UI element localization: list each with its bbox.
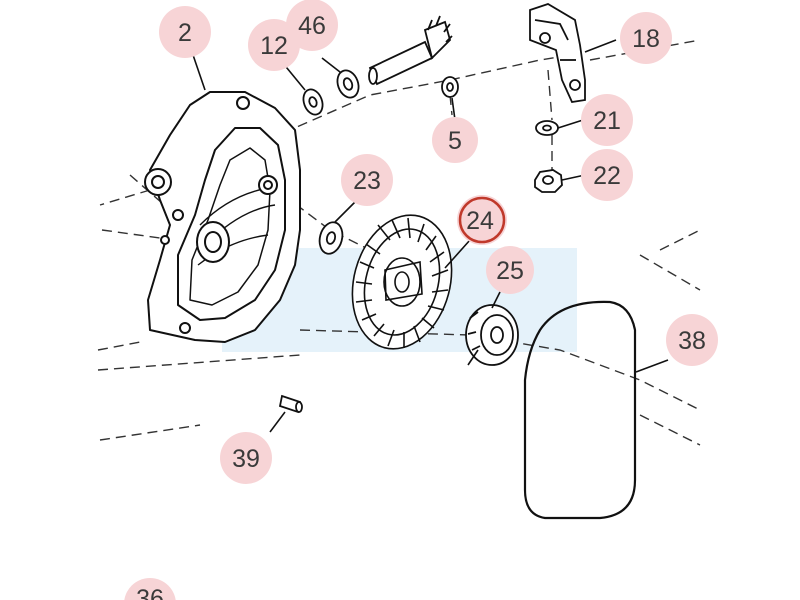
callout-label-5: 5 <box>448 127 462 155</box>
callout-label-38: 38 <box>678 327 706 355</box>
fan-impeller-part <box>351 214 453 350</box>
washer-parts <box>302 69 459 116</box>
callout-label-25: 25 <box>496 257 524 285</box>
washer-nut-parts <box>534 120 563 193</box>
callout-23: 23 <box>341 154 393 206</box>
leader-lines <box>191 39 669 433</box>
pin-part <box>278 394 303 414</box>
housing-part <box>144 91 301 343</box>
callout-25: 25 <box>486 246 534 294</box>
callout-22: 22 <box>581 149 633 201</box>
highlight-ring <box>458 196 506 244</box>
shaft-gear-part <box>368 15 453 86</box>
callout-label-12: 12 <box>260 32 288 60</box>
callout-label-18: 18 <box>632 25 660 53</box>
callout-38: 38 <box>666 314 718 366</box>
washer-23-part <box>318 221 344 255</box>
callout-label-39: 39 <box>232 445 260 473</box>
callout-21: 21 <box>581 94 633 146</box>
callout-5: 5 <box>432 117 478 163</box>
pulley-part <box>465 304 519 366</box>
callout-18: 18 <box>620 12 672 64</box>
callout-label-46: 46 <box>298 12 326 40</box>
callout-39: 39 <box>220 432 272 484</box>
callout-46: 46 <box>286 0 338 51</box>
callout-label-22: 22 <box>593 162 621 190</box>
bracket-part <box>529 3 586 103</box>
callout-label-23: 23 <box>353 167 381 195</box>
callout-2: 2 <box>159 6 211 58</box>
callout-36: 36 <box>124 578 176 600</box>
callout-label-21: 21 <box>593 107 621 135</box>
callout-24-highlighted: 24 <box>457 195 507 245</box>
callout-label-24: 24 <box>466 207 494 235</box>
gasket-part <box>523 300 637 520</box>
callout-label-2: 2 <box>178 19 192 47</box>
callout-label-36: 36 <box>136 585 164 600</box>
